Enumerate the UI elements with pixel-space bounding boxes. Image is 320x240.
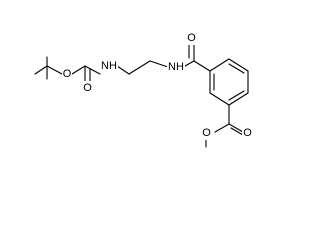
atom-label-o-carbonyl-methyl: O <box>243 127 252 139</box>
ring-double-1 <box>228 63 245 74</box>
bond-ch2-ch2 <box>128 60 151 75</box>
ring-bond-5 <box>209 92 230 106</box>
ring-double-2 <box>228 90 245 101</box>
chemical-structure: O O NH NH O O O <box>34 31 253 148</box>
bond-ester-c-o <box>214 123 230 133</box>
bond-ester-co-a <box>228 123 244 133</box>
atom-o-ester-boc: O <box>62 67 72 81</box>
bond-tbu-o <box>46 65 63 75</box>
atom-label-o-ester-methyl: O <box>202 127 211 139</box>
bond-nh-amide-c <box>184 60 195 67</box>
atom-o-carbonyl-boc: O <box>82 81 93 95</box>
atom-o-carbonyl-methyl: O <box>242 126 253 140</box>
bond-ch2-nh <box>149 60 169 68</box>
ring-bond-4 <box>228 92 249 106</box>
atom-n-carbamate: NH <box>100 59 118 73</box>
atom-o-amide: O <box>186 31 197 45</box>
atom-o-ester-methyl: O <box>201 126 212 140</box>
bond-amide-c-ring <box>193 60 211 72</box>
atom-label-n-carbamate: NH <box>101 60 117 72</box>
atom-label-o-amide: O <box>187 32 196 44</box>
structure-canvas: O O NH NH O O O <box>34 31 253 148</box>
ring-bond-1 <box>209 58 230 72</box>
atom-n-amide: NH <box>167 60 185 74</box>
ring-bond-2 <box>228 58 249 72</box>
atom-label-o-carbonyl-boc: O <box>83 82 92 94</box>
atom-label-n-amide: NH <box>168 61 184 73</box>
atom-label-o-ester-boc: O <box>63 68 72 80</box>
bond-tbu-methyl-left <box>34 65 48 75</box>
bond-nh-ch2 <box>116 65 130 75</box>
bond-ester-co-b <box>230 127 244 136</box>
bond-carbamate-c-n <box>84 65 101 75</box>
bond-o-carbamate-c <box>71 65 86 75</box>
